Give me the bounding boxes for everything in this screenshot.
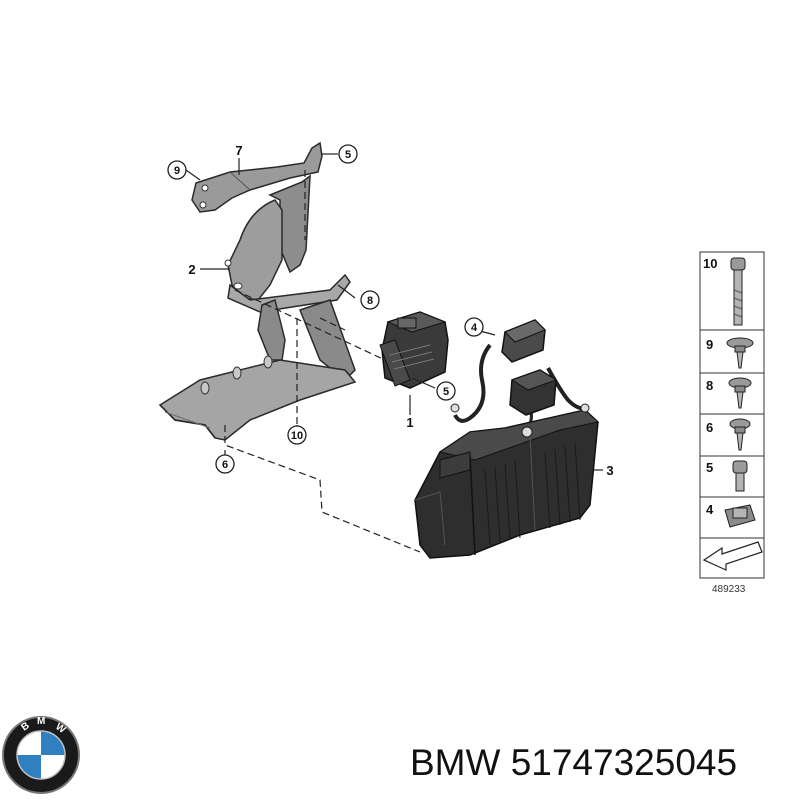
part-number-caption: BMW 51747325045 xyxy=(410,742,738,783)
callout-8: 8 xyxy=(360,290,380,310)
legend-row-8-label: 8 xyxy=(706,378,713,393)
callout-4-text: 4 xyxy=(471,322,478,334)
callout-10-text: 10 xyxy=(291,430,303,442)
screw-9-icon xyxy=(726,337,754,369)
bolt-10-icon xyxy=(730,257,746,326)
clip-nut-4-icon xyxy=(724,504,756,528)
callout-6-text: 6 xyxy=(222,459,228,471)
label-7: 7 xyxy=(235,143,242,158)
control-unit-part-3 xyxy=(414,369,600,559)
callout-9-text: 9 xyxy=(174,165,180,177)
callout-5-middle: 5 xyxy=(436,381,456,401)
callout-9: 9 xyxy=(167,160,187,180)
leader-lines xyxy=(185,153,603,471)
fastener-legend: 10 9 8 6 5 4 xyxy=(699,251,765,595)
diagram-reference-number: 489233 xyxy=(712,584,746,595)
plug-connector-part-4 xyxy=(453,319,586,438)
label-3: 3 xyxy=(606,463,613,478)
svg-text:M: M xyxy=(37,716,45,727)
callout-5-top-text: 5 xyxy=(345,149,351,161)
label-1: 1 xyxy=(406,415,413,430)
label-2: 2 xyxy=(188,262,195,277)
legend-row-10-label: 10 xyxy=(703,256,717,271)
screw-8-icon xyxy=(728,377,752,409)
legend-row-6-label: 6 xyxy=(706,420,713,435)
bracket-part-7 xyxy=(191,141,323,213)
screw-6-icon xyxy=(729,418,751,451)
bolt-5-icon xyxy=(732,460,748,492)
legend-row-4-label: 4 xyxy=(706,502,714,517)
legend-row-9-label: 9 xyxy=(706,337,713,352)
callout-8-text: 8 xyxy=(367,295,373,307)
callout-4: 4 xyxy=(464,317,484,337)
callout-5-middle-text: 5 xyxy=(443,386,449,398)
holder-part-2 xyxy=(158,174,357,441)
callout-6: 6 xyxy=(215,454,235,474)
callout-10: 10 xyxy=(287,425,307,445)
legend-row-5-label: 5 xyxy=(706,460,713,475)
relay-part-1 xyxy=(379,311,449,389)
assembly-dashed-lines xyxy=(224,170,421,553)
callout-5-top: 5 xyxy=(338,144,358,164)
bmw-logo: B M W xyxy=(2,716,80,794)
direction-arrow-icon xyxy=(702,541,763,571)
